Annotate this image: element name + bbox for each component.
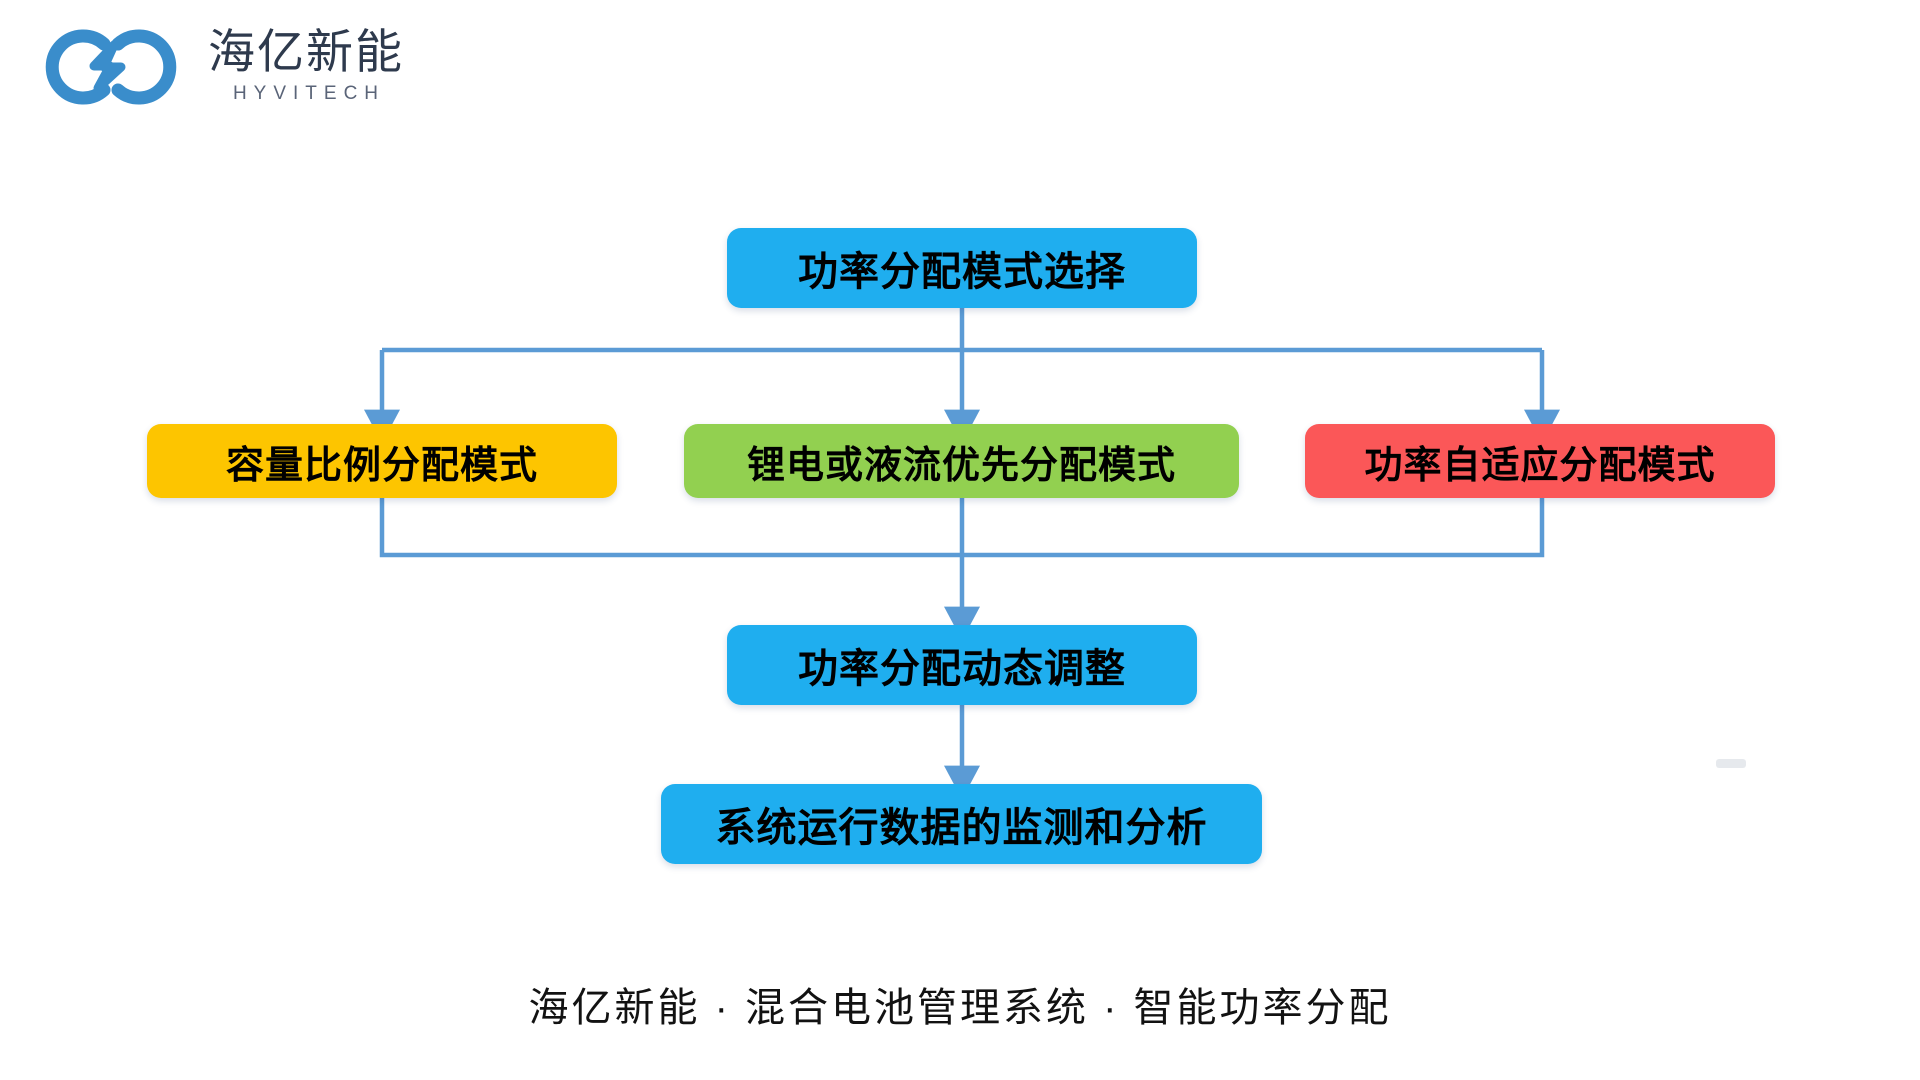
node-capacity-ratio-mode[interactable]: 容量比例分配模式 xyxy=(147,424,617,498)
slide-caption: 海亿新能 · 混合电池管理系统 · 智能功率分配 xyxy=(528,986,1392,1030)
brand-name-en: HYVITECH xyxy=(232,82,386,104)
node-power-allocation-mode-selection[interactable]: 功率分配模式选择 xyxy=(727,228,1197,308)
node-dynamic-adjustment[interactable]: 功率分配动态调整 xyxy=(727,625,1197,705)
edge-cap-to-dyn xyxy=(379,498,962,558)
brand-header: 海亿新能 HYVITECH xyxy=(22,14,404,119)
node-lithium-or-flow-priority-mode[interactable]: 锂电或液流优先分配模式 xyxy=(684,424,1239,498)
infinity-bolt-logo-icon xyxy=(45,29,177,105)
faint-placeholder-mark xyxy=(1716,759,1746,768)
edge-adp-to-dyn xyxy=(962,498,1545,558)
brand-name-cn: 海亿新能 xyxy=(208,25,404,78)
brand-wordmark: 海亿新能 HYVITECH xyxy=(208,14,404,105)
node-power-adaptive-mode[interactable]: 功率自适应分配模式 xyxy=(1305,424,1775,498)
node-monitoring-and-analysis[interactable]: 系统运行数据的监测和分析 xyxy=(661,784,1262,864)
